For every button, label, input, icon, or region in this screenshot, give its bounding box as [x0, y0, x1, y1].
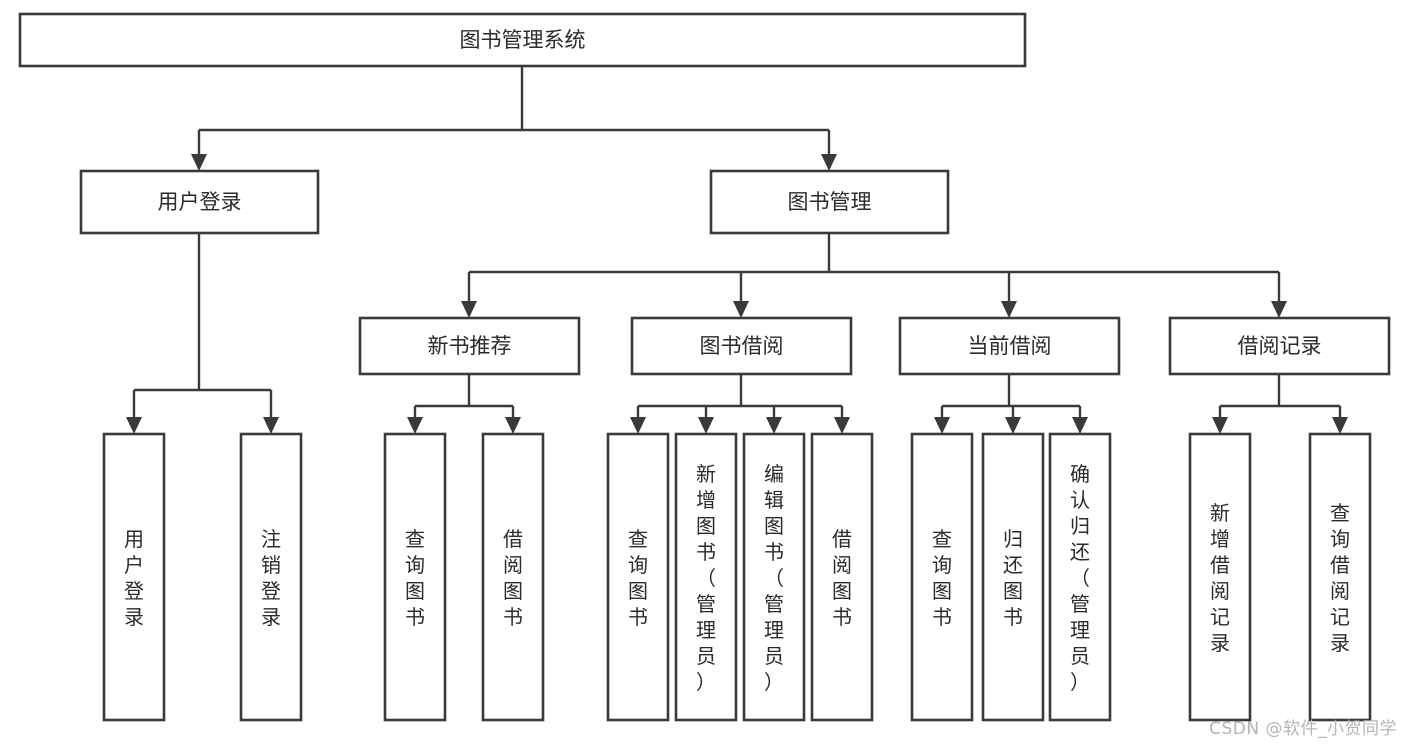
node-box[interactable] [742, 432, 806, 722]
connector-line [636, 374, 844, 417]
node-label: 图书管理系统 [460, 28, 586, 52]
connector-line [1218, 374, 1342, 417]
level2-node-用户登录-0[interactable]: 用户登录 [79, 169, 320, 235]
node-label: 查询借阅记录 [1330, 501, 1350, 655]
node-label: 借阅记录 [1238, 334, 1322, 358]
node-label: 当前借阅 [968, 334, 1052, 358]
node-box[interactable] [383, 432, 447, 722]
node-label: 借阅图书 [832, 527, 852, 629]
node-box[interactable] [102, 432, 166, 722]
arrow-head-icon [766, 417, 782, 434]
arrow-head-icon [1332, 417, 1348, 434]
arrow-head-icon [1001, 301, 1017, 318]
node-label: 图书借阅 [700, 334, 784, 358]
node-box[interactable] [1048, 432, 1112, 722]
leaf-node-编辑图书管理员-6[interactable]: 编辑图书（管理员） [742, 432, 806, 722]
arrow-head-icon [834, 417, 850, 434]
node-box[interactable] [1188, 432, 1252, 722]
level3-node-图书借阅-1[interactable]: 图书借阅 [630, 316, 853, 376]
watermark-text: CSDN @软件_小贺同学 [1209, 719, 1397, 739]
arrow-head-icon [821, 154, 837, 171]
level3-node-当前借阅-2[interactable]: 当前借阅 [898, 316, 1121, 376]
connector-line [132, 233, 273, 417]
node-label: 新增借阅记录 [1210, 501, 1230, 655]
connector-图书借阅 [636, 374, 844, 417]
arrow-head-icon [191, 154, 207, 171]
leaf-node-借阅图书-3[interactable]: 借阅图书 [481, 432, 545, 722]
node-layer: 图书管理系统用户登录图书管理新书推荐图书借阅当前借阅借阅记录用户登录注销登录查询… [18, 12, 1391, 722]
node-box[interactable] [910, 432, 974, 722]
leaf-node-查询图书-2[interactable]: 查询图书 [383, 432, 447, 722]
arrow-head-icon [461, 301, 477, 318]
leaf-node-查询图书-4[interactable]: 查询图书 [606, 432, 670, 722]
node-label: 新书推荐 [428, 334, 512, 358]
connector-借阅记录 [1218, 374, 1342, 417]
arrow-head-icon [1212, 417, 1228, 434]
leaf-node-归还图书-9[interactable]: 归还图书 [981, 432, 1045, 722]
node-box[interactable] [79, 169, 320, 235]
connector-图书管理系统 [197, 66, 831, 154]
leaf-node-用户登录-0[interactable]: 用户登录 [102, 432, 166, 722]
leaf-node-注销登录-1[interactable]: 注销登录 [239, 432, 303, 722]
node-label: 图书管理 [788, 190, 872, 214]
node-box[interactable] [674, 432, 738, 722]
node-label: 注销登录 [261, 527, 281, 629]
node-label: 新增图书（管理员） [696, 462, 716, 694]
node-box[interactable] [898, 316, 1121, 376]
node-box[interactable] [810, 432, 874, 722]
node-label: 借阅图书 [503, 527, 523, 629]
connector-新书推荐 [413, 374, 515, 417]
node-label: 用户登录 [158, 190, 242, 214]
node-box[interactable] [481, 432, 545, 722]
node-label: 查询图书 [405, 527, 425, 629]
node-label: 用户登录 [124, 527, 144, 629]
connector-line [940, 374, 1082, 417]
arrow-head-icon [733, 301, 749, 318]
arrow-head-icon [1005, 417, 1021, 434]
leaf-node-查询图书-8[interactable]: 查询图书 [910, 432, 974, 722]
leaf-node-确认归还管理员-10[interactable]: 确认归还（管理员） [1048, 432, 1112, 722]
connector-当前借阅 [940, 374, 1082, 417]
node-box[interactable] [239, 432, 303, 722]
arrow-head-icon [1072, 417, 1088, 434]
level3-node-新书推荐-0[interactable]: 新书推荐 [358, 316, 581, 376]
arrow-head-icon [505, 417, 521, 434]
node-box[interactable] [18, 12, 1027, 68]
node-box[interactable] [606, 432, 670, 722]
arrow-head-icon [934, 417, 950, 434]
node-box[interactable] [709, 169, 950, 235]
node-label: 查询图书 [628, 527, 648, 629]
node-label: 编辑图书（管理员） [764, 462, 784, 694]
connector-用户登录 [132, 233, 273, 417]
connector-图书管理 [467, 233, 1281, 301]
node-label: 归还图书 [1003, 527, 1023, 629]
node-box[interactable] [981, 432, 1045, 722]
arrow-head-icon [630, 417, 646, 434]
arrow-head-icon [1271, 301, 1287, 318]
arrow-head-icon [698, 417, 714, 434]
node-box[interactable] [1308, 432, 1372, 722]
connector-line [413, 374, 515, 417]
node-box[interactable] [630, 316, 853, 376]
arrow-head-icon [407, 417, 423, 434]
node-label: 查询图书 [932, 527, 952, 629]
level2-node-图书管理-1[interactable]: 图书管理 [709, 169, 950, 235]
root-node-图书管理系统[interactable]: 图书管理系统 [18, 12, 1027, 68]
connector-layer [126, 66, 1348, 434]
connector-line [467, 233, 1281, 301]
connector-line [197, 66, 831, 154]
node-box[interactable] [1168, 316, 1391, 376]
leaf-node-新增图书管理员-5[interactable]: 新增图书（管理员） [674, 432, 738, 722]
node-label: 确认归还（管理员） [1070, 462, 1090, 694]
level3-node-借阅记录-3[interactable]: 借阅记录 [1168, 316, 1391, 376]
arrow-head-icon [263, 417, 279, 434]
node-box[interactable] [358, 316, 581, 376]
leaf-node-新增借阅记录-11[interactable]: 新增借阅记录 [1188, 432, 1252, 722]
arrow-head-icon [126, 417, 142, 434]
leaf-node-借阅图书-7[interactable]: 借阅图书 [810, 432, 874, 722]
leaf-node-查询借阅记录-12[interactable]: 查询借阅记录 [1308, 432, 1372, 722]
